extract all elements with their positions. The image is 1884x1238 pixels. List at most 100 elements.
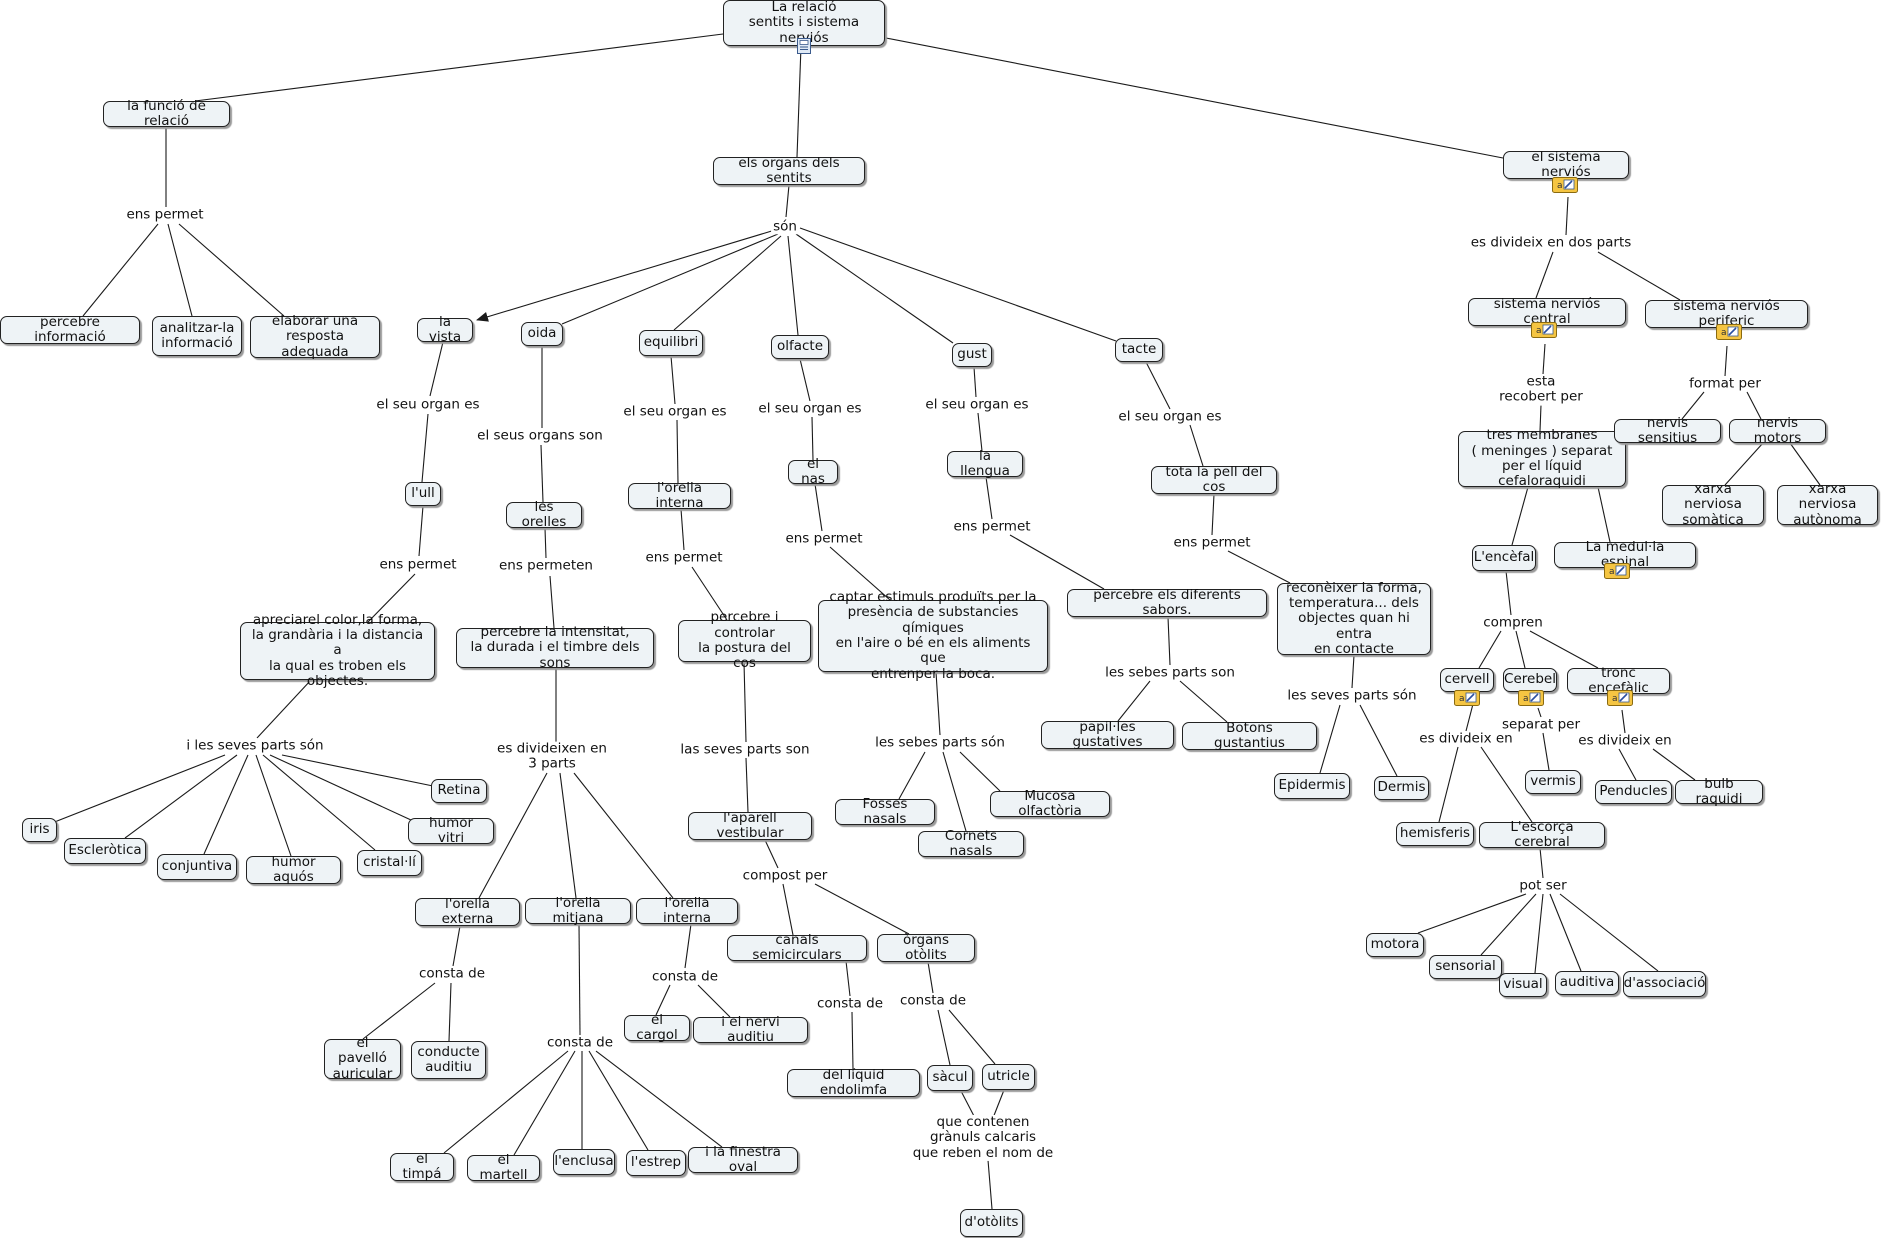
concept-humor-vitri[interactable]: humor vitri bbox=[408, 815, 494, 846]
concept-apreciar[interactable]: apreciarel color,la forma, la grandària … bbox=[240, 612, 435, 689]
concept-mucosa[interactable]: Mucosa olfactòria bbox=[990, 788, 1110, 819]
concept-auditiva[interactable]: auditiva bbox=[1555, 971, 1619, 995]
hyperlink-resource-icon[interactable]: a bbox=[1518, 690, 1544, 706]
concept-endolimfa[interactable]: del líquid endolimfa bbox=[787, 1067, 920, 1098]
hyperlink-resource-icon[interactable]: a bbox=[1531, 322, 1557, 338]
concept-cristal[interactable]: cristal·lí bbox=[357, 850, 422, 876]
concept-sensitius[interactable]: nervis sensitius bbox=[1614, 415, 1721, 446]
concept-gust[interactable]: gust bbox=[952, 343, 992, 367]
linking-phrase-ens-permeten: ens permeten bbox=[497, 557, 595, 574]
hyperlink-resource-icon[interactable]: a bbox=[1607, 690, 1633, 706]
concept-cargol[interactable]: el cargol bbox=[624, 1012, 690, 1043]
concept-otolits[interactable]: d'otòlits bbox=[960, 1209, 1023, 1237]
concept-motors[interactable]: nervis motors bbox=[1729, 415, 1826, 446]
concept-percebre-info[interactable]: percebre informació bbox=[0, 314, 140, 345]
concept-nas[interactable]: el nas bbox=[788, 456, 838, 487]
concept-central[interactable]: sistema nerviós central bbox=[1468, 296, 1626, 327]
hyperlink-resource-icon[interactable]: a bbox=[1604, 563, 1630, 579]
concept-pavello[interactable]: el pavelló auricular bbox=[324, 1035, 401, 1081]
concept-percebre-int[interactable]: percebre la intensitat, la durada i el t… bbox=[456, 624, 654, 670]
concept-papil[interactable]: papil·les gustatives bbox=[1041, 719, 1174, 750]
concept-somatica[interactable]: xarxa nerviosa somàtica bbox=[1662, 481, 1764, 527]
connector-son-oida bbox=[561, 233, 779, 325]
concept-vermis[interactable]: vermis bbox=[1525, 770, 1581, 794]
concept-otolits-organs[interactable]: òrgans otòlits bbox=[877, 932, 975, 963]
concept-vestibular[interactable]: l'aparell vestibular bbox=[688, 810, 812, 841]
concept-root[interactable]: La relació sentits i sistema nerviós bbox=[723, 0, 885, 46]
concept-olfacte[interactable]: olfacte bbox=[771, 335, 829, 359]
linking-phrase-seu-organ-equilibri: el seu organ es bbox=[621, 403, 729, 420]
document-resource-icon[interactable] bbox=[797, 38, 811, 54]
concept-botons[interactable]: Botons gustantius bbox=[1182, 720, 1317, 751]
concept-utricle[interactable]: utricle bbox=[982, 1064, 1035, 1090]
concept-cervell[interactable]: cervell bbox=[1440, 668, 1494, 692]
concept-visual[interactable]: visual bbox=[1499, 973, 1547, 997]
concept-orella-interna-o[interactable]: l'orella interna bbox=[636, 895, 738, 926]
hyperlink-resource-icon[interactable]: a bbox=[1716, 324, 1742, 340]
concept-controlar[interactable]: percebre i controlar la postura del cos bbox=[678, 610, 811, 671]
concept-ull[interactable]: l'ull bbox=[405, 482, 441, 506]
concept-hemisferis[interactable]: hemisferis bbox=[1396, 822, 1474, 846]
concept-iris[interactable]: iris bbox=[22, 818, 57, 842]
connector-que_contenen-otolits bbox=[987, 1159, 993, 1210]
concept-captar[interactable]: captar estimuls produïts per la presènci… bbox=[818, 589, 1048, 681]
hyperlink-resource-icon[interactable]: a bbox=[1552, 177, 1578, 193]
concept-membranes[interactable]: tres membranes ( meninges ) separat per … bbox=[1458, 428, 1626, 489]
connector-parts_gust-papil bbox=[1117, 680, 1151, 722]
concept-organs[interactable]: els organs dels sentits bbox=[713, 155, 865, 186]
concept-autonoma[interactable]: xarxa nerviosa autònoma bbox=[1777, 481, 1878, 527]
concept-orella-mitjana[interactable]: l'orella mitjana bbox=[525, 895, 631, 926]
concept-escorca[interactable]: L'escorça cerebral bbox=[1479, 819, 1605, 850]
concept-epidermis[interactable]: Epidermis bbox=[1274, 773, 1350, 799]
concept-orella-externa[interactable]: l'orella externa bbox=[415, 896, 520, 927]
connector-seus_organs_oida-orelles bbox=[540, 444, 544, 503]
concept-fosses[interactable]: Fosses nasals bbox=[835, 796, 935, 827]
linking-phrase-recobert: esta recobert per bbox=[1497, 373, 1585, 406]
concept-humor-aquos[interactable]: humor aquós bbox=[246, 854, 341, 885]
concept-oida[interactable]: oida bbox=[521, 322, 563, 346]
concept-saccul[interactable]: sàcul bbox=[927, 1065, 973, 1091]
concept-analitzar[interactable]: analitzar-la informació bbox=[152, 316, 242, 356]
concept-sistema[interactable]: el sistema nerviós bbox=[1503, 149, 1629, 180]
concept-estrep[interactable]: l'estrep bbox=[626, 1150, 686, 1176]
concept-enclusa[interactable]: l'enclusa bbox=[553, 1149, 615, 1175]
concept-equilibri[interactable]: equilibri bbox=[639, 330, 703, 356]
concept-sabors[interactable]: percebre els diferents sabors. bbox=[1067, 587, 1267, 618]
concept-periferic[interactable]: sistema nerviós periferic bbox=[1645, 298, 1808, 329]
concept-nervi-auditiu[interactable]: i el nervi auditiu bbox=[693, 1014, 808, 1045]
concept-finestra[interactable]: i la finestra oval bbox=[688, 1144, 798, 1175]
connector-son-equilibri bbox=[673, 235, 782, 331]
concept-esclerotica[interactable]: Escleròtica bbox=[64, 838, 146, 864]
concept-tacte[interactable]: tacte bbox=[1115, 338, 1163, 362]
concept-encefal[interactable]: L'encèfal bbox=[1472, 545, 1536, 571]
concept-reconeixer[interactable]: reconèixer la forma, temperatura... dels… bbox=[1277, 580, 1431, 657]
connector-pot_ser-associacio bbox=[1559, 893, 1659, 972]
concept-llengua[interactable]: la llengua bbox=[947, 448, 1023, 479]
concept-dermis[interactable]: Dermis bbox=[1374, 776, 1429, 800]
connector-tronc-es_divideix_tronc bbox=[1621, 709, 1626, 734]
concept-conducte[interactable]: conducte auditiu bbox=[411, 1041, 486, 1079]
concept-orelles[interactable]: les orelles bbox=[506, 499, 582, 530]
concept-orella-interna-e[interactable]: l'orella interna bbox=[628, 480, 731, 511]
concept-motora[interactable]: motora bbox=[1366, 933, 1424, 957]
concept-retina[interactable]: Retina bbox=[431, 779, 487, 803]
connector-parts_vista-iris bbox=[51, 754, 226, 824]
concept-pell[interactable]: tota la pell del cos bbox=[1151, 464, 1277, 495]
concept-cerebel[interactable]: Cerebel bbox=[1503, 668, 1557, 692]
concept-sensorial[interactable]: sensorial bbox=[1429, 955, 1502, 979]
concept-timpa[interactable]: el timpá bbox=[390, 1151, 454, 1182]
concept-cornets[interactable]: Cornets nasals bbox=[918, 828, 1024, 859]
concept-vista[interactable]: la vista bbox=[417, 314, 473, 345]
concept-tronc[interactable]: tronc encefàlic bbox=[1567, 665, 1670, 696]
concept-funcio[interactable]: la funció de relació bbox=[103, 98, 230, 129]
connector-consta_interna-cargol bbox=[655, 984, 671, 1016]
hyperlink-resource-icon[interactable]: a bbox=[1454, 690, 1480, 706]
concept-associacio[interactable]: d'associació bbox=[1623, 971, 1706, 997]
concept-pendules[interactable]: Penducles bbox=[1595, 780, 1672, 804]
concept-bulb[interactable]: bulb raquidi bbox=[1675, 776, 1763, 807]
concept-canals[interactable]: canals semicirculars bbox=[727, 932, 867, 963]
concept-conjuntiva[interactable]: conjuntiva bbox=[157, 854, 237, 880]
concept-martell[interactable]: el martell bbox=[467, 1152, 540, 1183]
concept-elaborar[interactable]: elaborar una resposta adequada bbox=[250, 313, 380, 359]
